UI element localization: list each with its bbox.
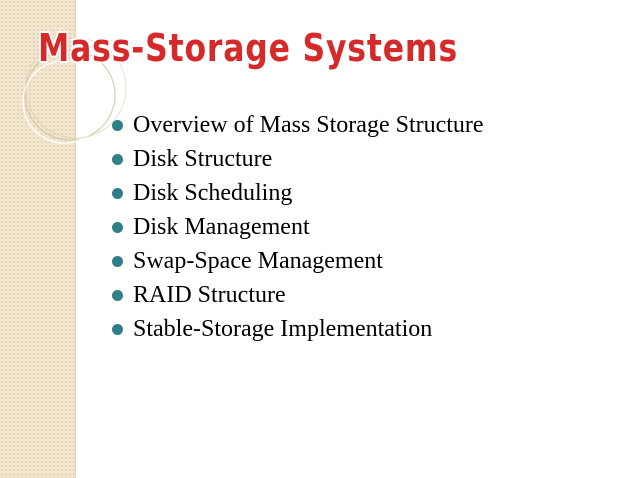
list-item: Overview of Mass Storage Structure [112,108,484,142]
circle-bullet-icon [112,221,123,233]
bullet-text: Disk Management [133,214,310,240]
bullet-text: Disk Scheduling [133,180,293,206]
bullet-text: Disk Structure [133,146,273,172]
bullet-text: RAID Structure [133,282,286,308]
circle-bullet-icon [112,153,123,165]
circle-bullet-icon [112,289,123,301]
slide-title: Mass-Storage Systems [34,18,474,78]
bullet-text: Swap-Space Management [133,248,383,274]
list-item: RAID Structure [112,278,484,312]
circle-bullet-icon [112,255,123,267]
circle-bullet-icon [112,187,123,199]
slide-title-text: Mass-Storage Systems [38,26,458,70]
side-panel-texture [0,0,76,478]
list-item: Disk Scheduling [112,176,484,210]
list-item: Stable-Storage Implementation [112,312,484,346]
list-item: Disk Structure [112,142,484,176]
ring-decoration-icon [22,37,127,144]
bullet-text: Stable-Storage Implementation [133,316,433,342]
list-item: Disk Management [112,210,484,244]
bullet-list: Overview of Mass Storage Structure Disk … [112,108,484,346]
circle-bullet-icon [112,323,123,335]
bullet-text: Overview of Mass Storage Structure [133,112,484,138]
circle-bullet-icon [112,119,123,131]
list-item: Swap-Space Management [112,244,484,278]
